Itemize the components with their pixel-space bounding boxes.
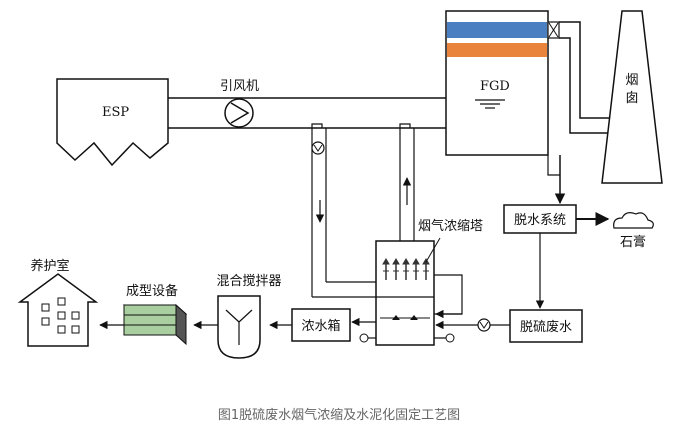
mixer (217, 295, 261, 359)
curing-room-house-icon (17, 273, 99, 347)
chimney-label-1: 烟 (625, 73, 638, 88)
fan-label: 引风机 (220, 79, 259, 94)
feed-pump-icon (477, 318, 491, 332)
fgd-label: FGD (480, 79, 510, 94)
forming-label: 成型设备 (126, 283, 178, 299)
wastewater-label: 脱硫废水 (520, 319, 572, 335)
recirculation-line (434, 274, 463, 315)
fgd-blue-layer (447, 22, 547, 38)
spray-nozzles-icon (382, 258, 430, 280)
fgd-tower: FGD (445, 10, 549, 156)
chimney-duct (559, 21, 614, 134)
process-diagram: ESP 引风机 FGD 烟 囱 (17, 10, 663, 359)
water-level-icon (475, 99, 505, 109)
concentrate-tank-label: 浓水箱 (301, 318, 340, 334)
concentration-tower (375, 240, 435, 346)
branch-duct (311, 123, 415, 298)
branch-pump-icon (311, 141, 325, 155)
gypsum-cloud-icon (613, 212, 654, 229)
valve-icon-right (445, 333, 455, 343)
chimney-label-2: 囱 (625, 91, 638, 106)
curing-room-label: 养护室 (30, 258, 69, 274)
gypsum-label: 石膏 (620, 234, 646, 250)
figure-caption: 图1脱硫废水烟气浓缩及水泥化固定工艺图 (217, 408, 461, 423)
chimney (601, 10, 663, 184)
fgd-orange-layer (447, 43, 547, 57)
esp-unit: ESP (56, 78, 169, 167)
esp-label: ESP (102, 105, 129, 120)
forming-equipment (122, 303, 188, 346)
mixer-label: 混合搅拌器 (216, 273, 281, 289)
valve-icon-left (359, 333, 369, 343)
dewatering-label: 脱水系统 (514, 213, 566, 228)
concentrate-tank-box (291, 308, 351, 342)
fan-icon (224, 98, 254, 128)
concentration-tower-label: 烟气浓缩塔 (418, 218, 483, 234)
wastewater-box (509, 309, 583, 343)
